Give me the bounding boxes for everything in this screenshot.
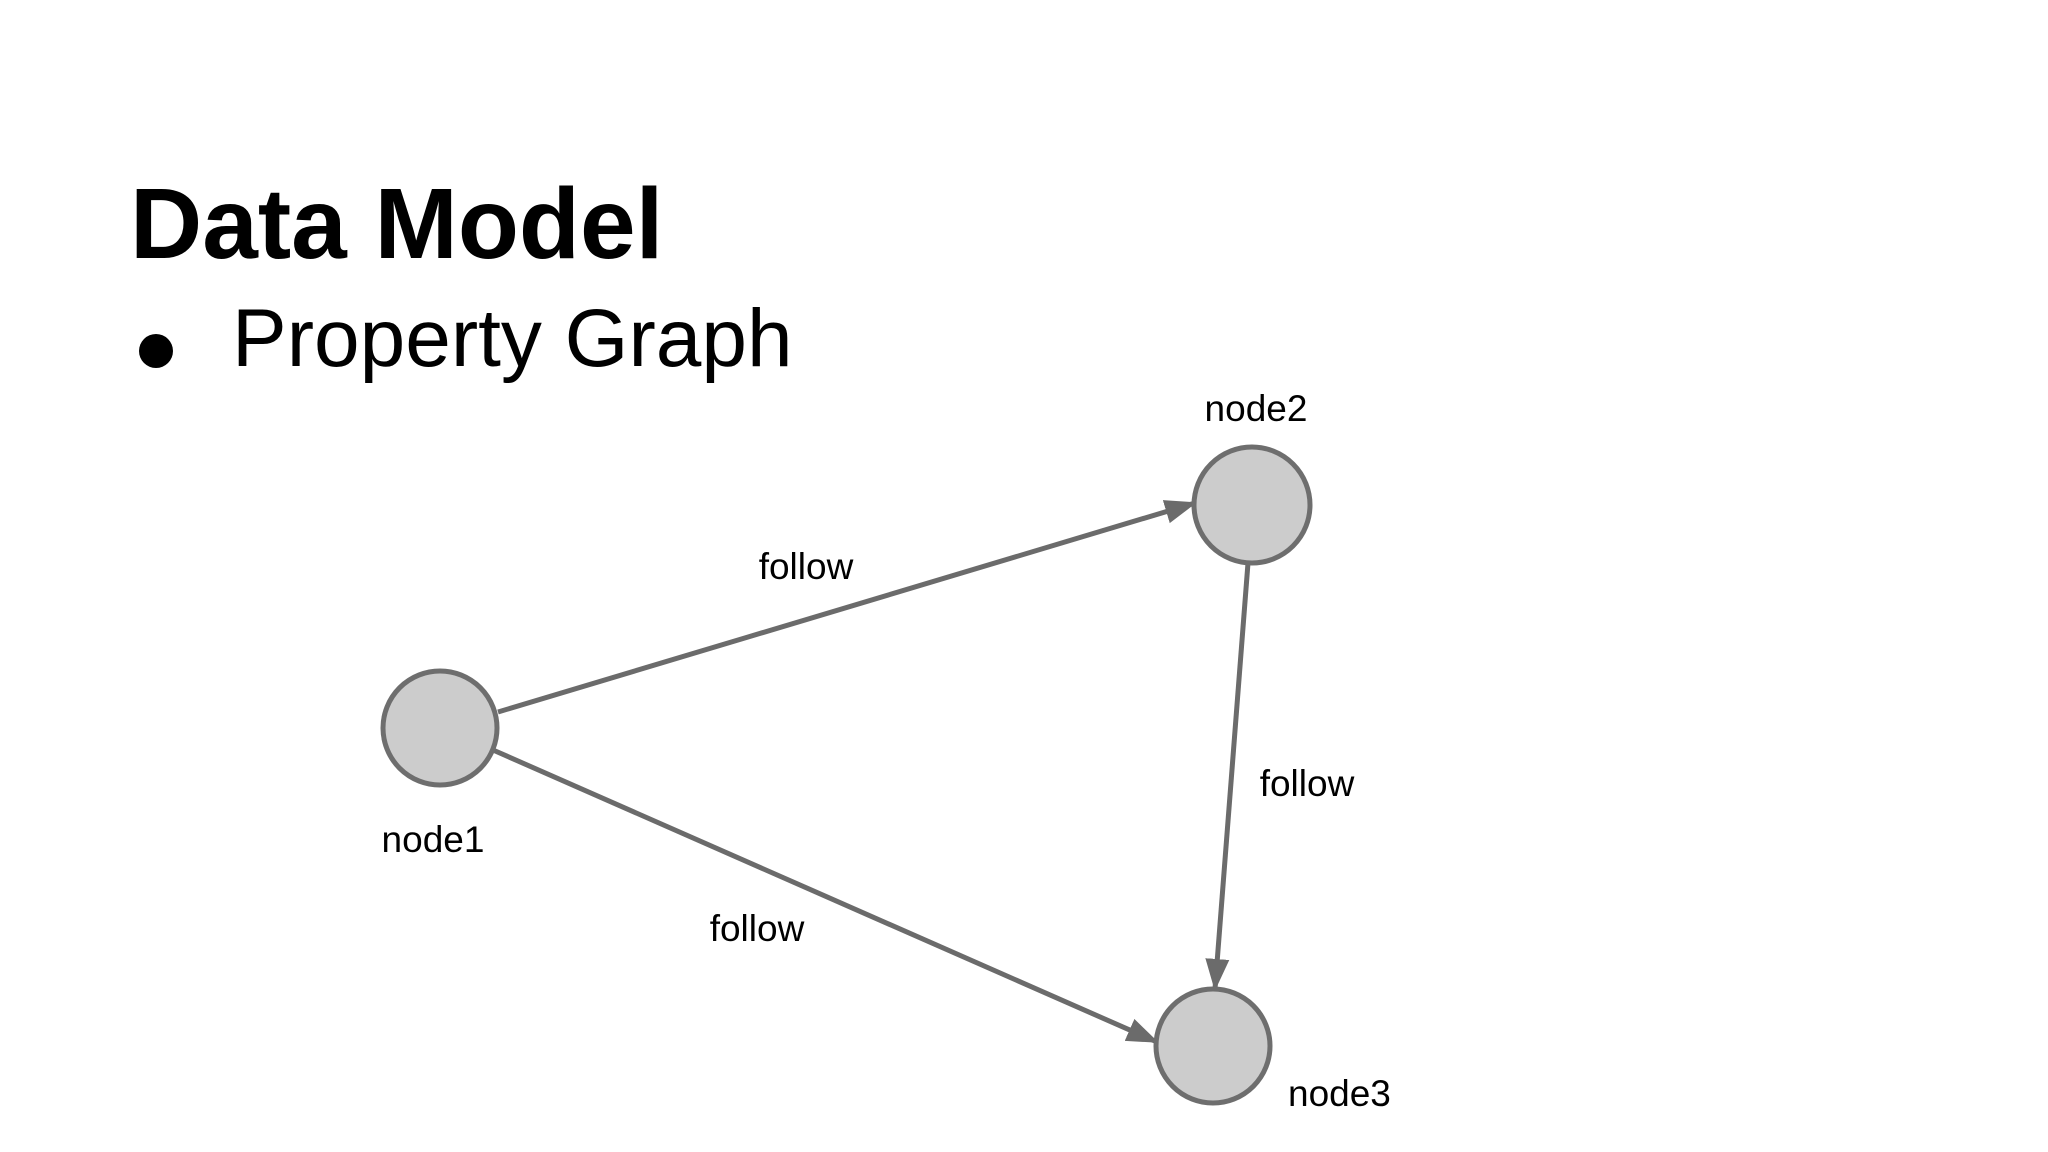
page-title: Data Model: [130, 168, 664, 280]
node-label-node1: node1: [382, 819, 485, 860]
edge-node1-node2: [497, 500, 1197, 715]
edge-label-node2-node3: follow: [1260, 763, 1355, 804]
bullet-text: Property Graph: [232, 293, 793, 384]
bullet-item: Property Graph: [139, 298, 793, 380]
edge-label-node1-node3: follow: [710, 908, 805, 949]
node-node1: [380, 668, 500, 788]
node-label-node2: node2: [1205, 388, 1308, 429]
edge-node1-node3: [491, 747, 1159, 1045]
node-node3: [1153, 986, 1273, 1106]
node-node2: [1191, 444, 1313, 566]
edge-label-node1-node2: follow: [759, 546, 854, 587]
node-label-node3: node3: [1288, 1073, 1391, 1114]
bullet-icon: [139, 334, 173, 368]
edge-node2-node3: [1205, 562, 1251, 991]
